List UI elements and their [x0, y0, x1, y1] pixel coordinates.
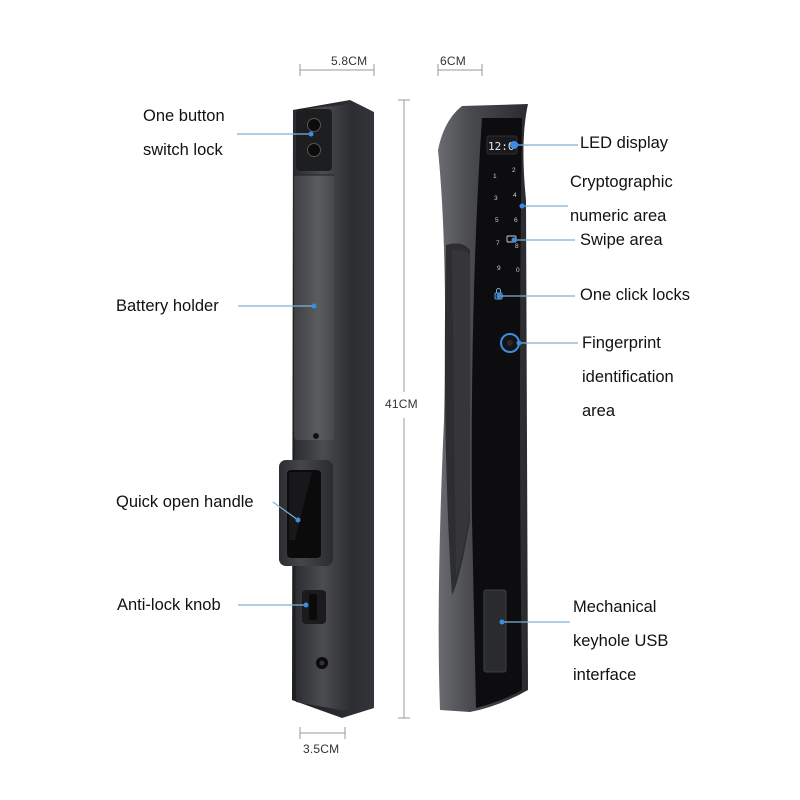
- key-5: 5: [495, 217, 499, 224]
- label-one-click-locks: One click locks: [580, 286, 691, 304]
- dimension-width-right: 6CM: [440, 54, 466, 68]
- label-mechanical-line1: Mechanical: [573, 598, 657, 616]
- dimension-width-left: 5.8CM: [331, 54, 368, 68]
- label-battery-holder: Battery holder: [116, 297, 219, 315]
- label-one-button-line1: One button: [143, 107, 225, 125]
- led-display-text: 12:0: [488, 140, 515, 153]
- key-7: 7: [496, 240, 500, 247]
- label-quick-open-handle: Quick open handle: [116, 493, 254, 511]
- label-crypto-line2: numeric area: [570, 207, 667, 225]
- label-one-button-line2: switch lock: [143, 141, 223, 159]
- key-8: 8: [515, 243, 519, 250]
- back-lock-body: [279, 100, 374, 718]
- front-lock-body: 12:0 1 2 3 4 5 6 7 8 9 0: [438, 104, 528, 712]
- key-3: 3: [494, 195, 498, 202]
- label-mechanical-line3: interface: [573, 666, 637, 684]
- leader-dots: [295, 131, 525, 625]
- key-6: 6: [514, 217, 518, 224]
- label-swipe-area: Swipe area: [580, 231, 663, 249]
- key-4: 4: [513, 192, 517, 199]
- key-9: 9: [497, 265, 501, 272]
- keypad: 1 2 3 4 5 6 7 8 9 0: [493, 167, 520, 274]
- label-fingerprint-line1: Fingerprint: [582, 334, 661, 352]
- dimension-lines: [299, 64, 483, 739]
- label-mechanical-line2: keyhole USB: [573, 632, 669, 650]
- label-fingerprint-line2: identification: [582, 368, 674, 386]
- key-0: 0: [516, 267, 520, 274]
- label-crypto-line1: Cryptographic: [570, 173, 673, 191]
- dimension-height: 41CM: [385, 397, 418, 411]
- leader-lines: [237, 133, 578, 623]
- label-fingerprint-line3: area: [582, 402, 616, 420]
- label-led-display: LED display: [580, 134, 669, 152]
- label-anti-lock-knob: Anti-lock knob: [117, 596, 221, 614]
- key-1: 1: [493, 173, 497, 180]
- key-2: 2: [512, 167, 516, 174]
- dimension-width-bottom: 3.5CM: [303, 742, 340, 756]
